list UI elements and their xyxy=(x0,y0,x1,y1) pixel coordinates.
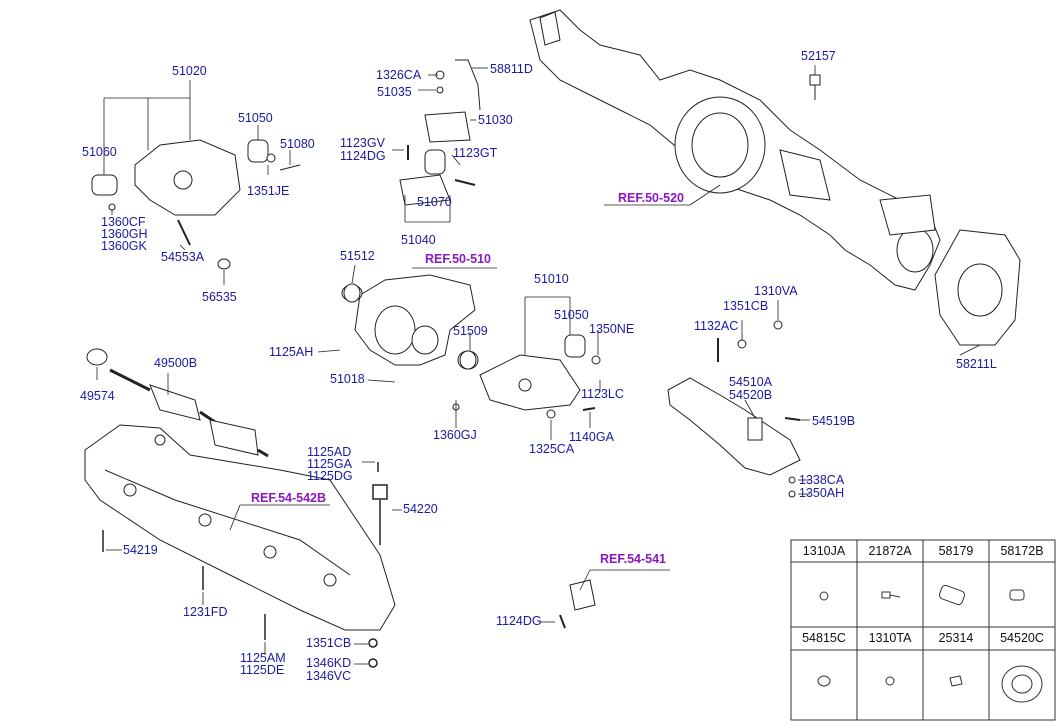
part-label: 54510A xyxy=(729,375,773,389)
part-label: 51035 xyxy=(377,85,412,99)
part-label: 51512 xyxy=(340,249,375,263)
part-label: 1360CF xyxy=(101,215,146,229)
part-label: 1125AD xyxy=(307,445,352,459)
part-label: 54219 xyxy=(123,543,158,557)
part-label: 1123GT xyxy=(453,146,498,160)
part-label: 1123GV xyxy=(340,136,385,150)
part-label: 54220 xyxy=(403,502,438,516)
part-label: 49574 xyxy=(80,389,115,403)
bushing-icon xyxy=(938,584,966,606)
stabilizer-bracket xyxy=(559,579,596,629)
part-label: 58811D xyxy=(490,62,533,76)
washer-icon xyxy=(817,675,831,687)
part-label: 1338CA xyxy=(799,473,845,487)
part-label: 1360GH xyxy=(101,227,148,241)
part-label: 1326CA xyxy=(376,68,422,82)
part-label: 1123LC xyxy=(581,387,624,401)
differential-carrier xyxy=(341,274,479,370)
part-label: 51020 xyxy=(172,64,207,78)
part-label: 54519B xyxy=(812,414,856,428)
part-label: 1124DG xyxy=(340,149,386,163)
leader-lines xyxy=(96,65,981,665)
part-label: 52157 xyxy=(801,49,836,63)
table-cell-code: 21872A xyxy=(868,544,912,558)
parts-table xyxy=(790,539,1056,721)
part-label: 51509 xyxy=(453,324,488,338)
part-label: 1351CB xyxy=(306,636,352,650)
reference-link[interactable]: REF.50-510 xyxy=(425,252,492,266)
part-label: 1140GA xyxy=(569,430,614,444)
part-label: 51010 xyxy=(534,272,569,286)
reference-link[interactable]: REF.54-541 xyxy=(600,552,667,566)
mount-bracket-left xyxy=(91,139,301,270)
reference-link[interactable]: REF.54-542B xyxy=(251,491,327,505)
part-label: 1360GJ xyxy=(433,428,477,442)
part-label: 1346KD xyxy=(306,656,352,670)
table-cell-code: 58179 xyxy=(938,544,974,558)
part-label: 1360GK xyxy=(101,239,147,253)
part-label: 49500B xyxy=(154,356,198,370)
part-label: 1231FD xyxy=(183,605,228,619)
table-cell-code: 25314 xyxy=(938,631,974,645)
drive-shaft xyxy=(86,348,269,458)
small-nut-icon xyxy=(885,676,895,686)
part-label: 1350NE xyxy=(589,322,635,336)
sleeve-icon xyxy=(1009,589,1025,601)
part-label: 1125AM xyxy=(240,651,286,665)
part-label: 51050 xyxy=(554,308,589,322)
part-label: 54553A xyxy=(161,250,205,264)
part-label: 51070 xyxy=(417,195,452,209)
part-label: 1125GA xyxy=(307,457,352,471)
part-label: 1351JE xyxy=(247,184,290,198)
part-label: 1310VA xyxy=(754,284,798,298)
part-label: 51060 xyxy=(82,145,117,159)
axle-housing xyxy=(529,9,941,291)
part-label: 1346VC xyxy=(306,669,352,683)
part-label: 51030 xyxy=(478,113,513,127)
backing-plate xyxy=(934,229,1021,346)
part-label: 54520B xyxy=(729,388,773,402)
part-label: 51018 xyxy=(330,372,365,386)
part-label: 51050 xyxy=(238,111,273,125)
reference-link[interactable]: REF.50-520 xyxy=(618,191,685,205)
bolt-icon xyxy=(881,591,901,599)
table-cell-code: 54815C xyxy=(802,631,846,645)
subframe-bolts xyxy=(102,462,388,668)
part-label: 1132AC xyxy=(694,319,739,333)
part-label: 58211L xyxy=(956,357,997,371)
mount-bracket-right xyxy=(343,283,601,419)
lower-arm xyxy=(667,320,801,498)
table-cell-code: 1310JA xyxy=(802,544,846,558)
part-label: 51040 xyxy=(401,233,436,247)
part-label: 56535 xyxy=(202,290,237,304)
table-cell-code: 1310TA xyxy=(868,631,912,645)
part-label: 1125AH xyxy=(269,345,314,359)
clip-icon xyxy=(949,675,963,687)
part-label: 1125DG xyxy=(307,469,353,483)
table-cell-code: 54520C xyxy=(1000,631,1044,645)
part-label: 51080 xyxy=(280,137,315,151)
nut-icon xyxy=(819,591,829,601)
upper-mount xyxy=(399,59,481,206)
subframe xyxy=(84,424,396,631)
part-label: 1350AH xyxy=(799,486,845,500)
part-label: 1125DE xyxy=(240,663,285,677)
part-label: 1124DG xyxy=(496,614,542,628)
part-label: 1325CA xyxy=(529,442,575,456)
table-cell-code: 58172B xyxy=(1000,544,1044,558)
part-label: 1351CB xyxy=(723,299,769,313)
